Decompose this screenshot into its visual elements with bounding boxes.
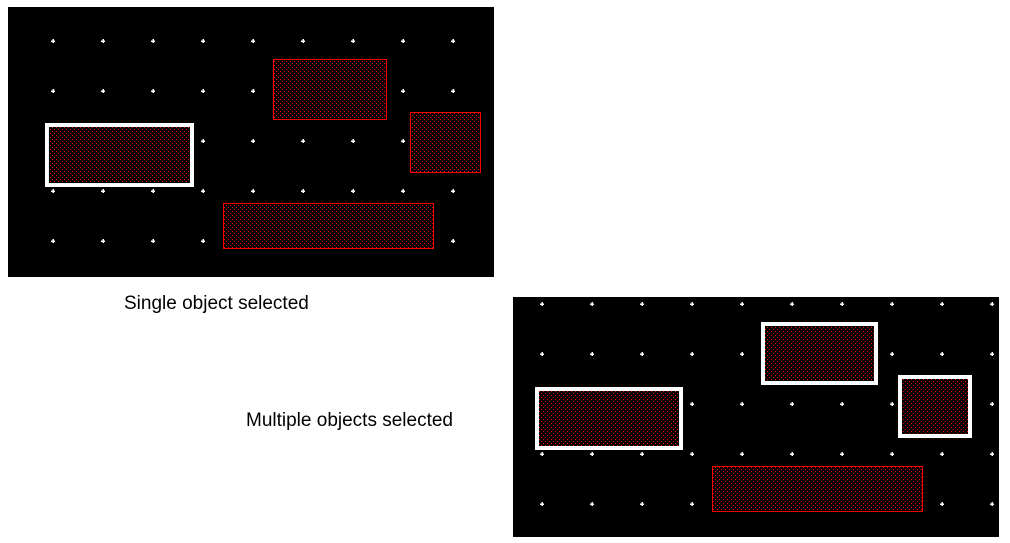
grid-dot [791, 402, 793, 406]
grid-dot [691, 352, 693, 356]
grid-dot [891, 402, 893, 406]
grid-dot [302, 139, 304, 143]
selection-outline [898, 375, 972, 438]
grid-dot [202, 239, 204, 243]
grid-dot [791, 302, 793, 306]
grid-dot [152, 239, 154, 243]
object-right-selected[interactable] [899, 376, 971, 437]
grid-dot [641, 502, 643, 506]
grid-dot [152, 39, 154, 43]
grid-dot [352, 39, 354, 43]
grid-dot [991, 452, 993, 456]
grid-dot [102, 189, 104, 193]
grid-dot [841, 452, 843, 456]
grid-dot [741, 352, 743, 356]
grid-dot [891, 452, 893, 456]
canvas-single-svg[interactable] [8, 7, 494, 277]
canvas-multi-svg[interactable] [513, 297, 999, 537]
grid-dot [691, 302, 693, 306]
object-bottom[interactable] [223, 203, 434, 249]
grid-dot [591, 502, 593, 506]
grid-dot [252, 39, 254, 43]
grid-dot [452, 39, 454, 43]
grid-dot [252, 189, 254, 193]
object-top[interactable] [273, 59, 387, 120]
grid-dot [202, 139, 204, 143]
grid-dot [102, 239, 104, 243]
grid-dot [841, 402, 843, 406]
grid-dot [402, 139, 404, 143]
grid-dot [591, 352, 593, 356]
grid-dot [452, 89, 454, 93]
grid-dot [52, 189, 54, 193]
grid-dot [302, 189, 304, 193]
grid-dot [891, 352, 893, 356]
grid-dot [202, 189, 204, 193]
canvas-multiple-selection[interactable] [513, 297, 999, 537]
grid-dot [591, 302, 593, 306]
caption-multiple-selected: Multiple objects selected [246, 410, 453, 431]
grid-dot [941, 352, 943, 356]
grid-dot [352, 189, 354, 193]
object-left-selected[interactable] [46, 124, 193, 186]
object-left-selected[interactable] [536, 388, 682, 449]
grid-dot [841, 302, 843, 306]
grid-dot [741, 452, 743, 456]
grid-dot [402, 189, 404, 193]
grid-dot [402, 39, 404, 43]
grid-dot [52, 39, 54, 43]
object-right[interactable] [410, 112, 481, 173]
grid-dot [941, 302, 943, 306]
caption-single-selected: Single object selected [124, 293, 309, 314]
grid-dot [991, 402, 993, 406]
grid-dot [591, 452, 593, 456]
grid-dot [302, 39, 304, 43]
object-top-selected[interactable] [762, 323, 877, 384]
grid-dot [891, 302, 893, 306]
grid-dot [991, 352, 993, 356]
grid-dot [152, 89, 154, 93]
grid-dot [691, 502, 693, 506]
grid-dot [152, 189, 154, 193]
grid-dot [641, 302, 643, 306]
grid-dot [991, 502, 993, 506]
grid-dot [641, 352, 643, 356]
grid-dot [691, 402, 693, 406]
grid-dot [202, 89, 204, 93]
grid-dot [102, 89, 104, 93]
grid-dot [941, 452, 943, 456]
grid-dot [541, 452, 543, 456]
selection-outline [535, 387, 683, 450]
object-bottom[interactable] [712, 466, 923, 512]
grid-dot [402, 89, 404, 93]
grid-dot [452, 239, 454, 243]
grid-dot [252, 139, 254, 143]
grid-dot [741, 402, 743, 406]
grid-dot [991, 302, 993, 306]
grid-dot [741, 302, 743, 306]
grid-dot [691, 452, 693, 456]
grid-dot [102, 39, 104, 43]
grid-dot [52, 239, 54, 243]
grid-dot [541, 352, 543, 356]
grid-dot [202, 39, 204, 43]
selection-outline [761, 322, 878, 385]
grid-dot [641, 452, 643, 456]
grid-dot [541, 302, 543, 306]
grid-dot [352, 139, 354, 143]
selection-outline [45, 123, 194, 187]
grid-dot [252, 89, 254, 93]
grid-dot [941, 502, 943, 506]
grid-dot [791, 452, 793, 456]
grid-dot [52, 89, 54, 93]
grid-dot [452, 189, 454, 193]
canvas-single-selection[interactable] [8, 7, 494, 277]
grid-dot [541, 502, 543, 506]
